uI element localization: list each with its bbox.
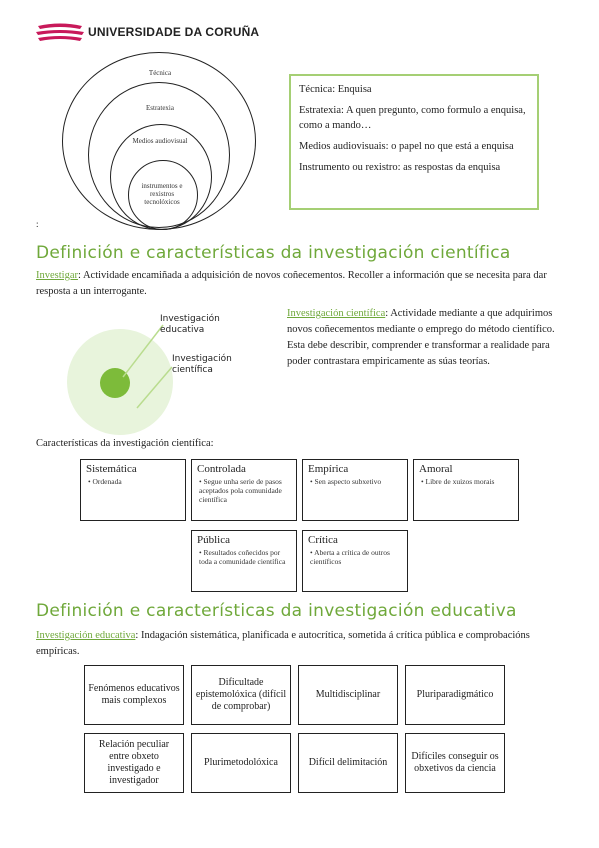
card-critica: Crítica • Aberta a crítica de outros cie… — [302, 530, 408, 592]
university-name: UNIVERSIDADE DA CORUÑA — [88, 25, 260, 39]
colon-marker: : — [36, 219, 39, 229]
ic-paragraph: Investigación científica: Actividade med… — [287, 306, 565, 370]
investigar-paragraph: Investigar: Actividade encamiñada a adqu… — [36, 268, 566, 300]
circle-inner-label: instrumentos e rexistros tecnolóxicos — [141, 182, 183, 206]
card-controlada: Controlada • Segue unha serie de pasos a… — [191, 459, 297, 521]
def-tecnica: Técnica: Enquisa — [299, 84, 372, 95]
feature-box-3: Multidisciplinar — [298, 665, 398, 725]
section1-heading: Definición e características da investig… — [36, 243, 511, 263]
ic-term: Investigación científica — [287, 308, 386, 319]
section2-heading: Definición e características da investig… — [36, 601, 517, 621]
feature-box-2: Dificultade epistemolóxica (difícil de c… — [191, 665, 291, 725]
def-medios: Medios audiovisuais: o papel no que está… — [299, 141, 514, 152]
card-title: Sistemática — [86, 463, 137, 475]
feature-box-7: Difícil delimitación — [298, 733, 398, 793]
circle-second-label: Estratexia — [146, 104, 174, 112]
feature-box-5: Relación peculiar entre obxeto investiga… — [84, 733, 184, 793]
venn-pointer-outer — [122, 324, 164, 378]
card-sistematica: Sistemática • Ordenada — [80, 459, 186, 521]
ie-term: Investigación educativa — [36, 630, 136, 641]
characteristics-title: Características da investigación científ… — [36, 438, 214, 449]
research-venn-diagram: Investigación educativa Investigación ci… — [60, 310, 270, 435]
venn-inner-circle — [100, 368, 130, 398]
feature-box-4: Pluriparadigmático — [405, 665, 505, 725]
card-title: Pública — [197, 534, 230, 546]
card-title: Controlada — [197, 463, 246, 475]
card-desc: • Libre de xuizos morais — [421, 477, 495, 486]
card-desc: • Segue unha serie de pasos aceptados po… — [199, 477, 282, 504]
card-title: Amoral — [419, 463, 453, 475]
feature-box-8: Difíciles conseguir os obxetivos da cien… — [405, 733, 505, 793]
venn-label-outer: Investigación educativa — [160, 314, 220, 335]
feature-box-1: Fenómenos educativos mais complexos — [84, 665, 184, 725]
university-emblem-icon — [36, 23, 84, 41]
investigar-text: : Actividade encamiñada a adquisición de… — [36, 270, 547, 297]
card-title: Crítica — [308, 534, 338, 546]
card-empirica: Empírica • Sen aspecto subxetivo — [302, 459, 408, 521]
card-desc: • Resultados coñecidos por toda a comuni… — [199, 548, 286, 566]
venn-label-inner: Investigación científica — [172, 354, 232, 375]
definitions-box: Técnica: Enquisa Estratexia: A quen preg… — [289, 74, 539, 210]
card-desc: • Ordenada — [88, 477, 122, 486]
venn-pointer-inner — [136, 366, 173, 409]
def-instrumento: Instrumento ou rexistro: as respostas da… — [299, 162, 501, 173]
ie-paragraph: Investigación educativa: Indagación sist… — [36, 628, 566, 660]
nested-circles-diagram: Técnica Estratexia Medios audiovisual in… — [60, 52, 260, 232]
card-title: Empírica — [308, 463, 349, 475]
ic-text: : Actividade mediante a que adquirimos n… — [287, 308, 555, 367]
venn-graphic — [67, 324, 173, 435]
university-logo: UNIVERSIDADE DA CORUÑA — [36, 22, 260, 44]
card-amoral: Amoral • Libre de xuizos morais — [413, 459, 519, 521]
card-desc: • Sen aspecto subxetivo — [310, 477, 382, 486]
investigar-term: Investigar — [36, 270, 78, 281]
ie-text: : Indagación sistemática, planificada e … — [36, 630, 530, 657]
feature-box-6: Plurimetodolóxica — [191, 733, 291, 793]
card-desc: • Aberta a crítica de outros científicos — [310, 548, 390, 566]
card-publica: Pública • Resultados coñecidos por toda … — [191, 530, 297, 592]
def-estratexia: Estratexia: A quen pregunto, como formul… — [299, 105, 526, 131]
circle-inner — [128, 160, 198, 230]
circle-third-label: Medios audiovisual — [132, 137, 188, 145]
circle-outer-label: Técnica — [148, 69, 172, 77]
